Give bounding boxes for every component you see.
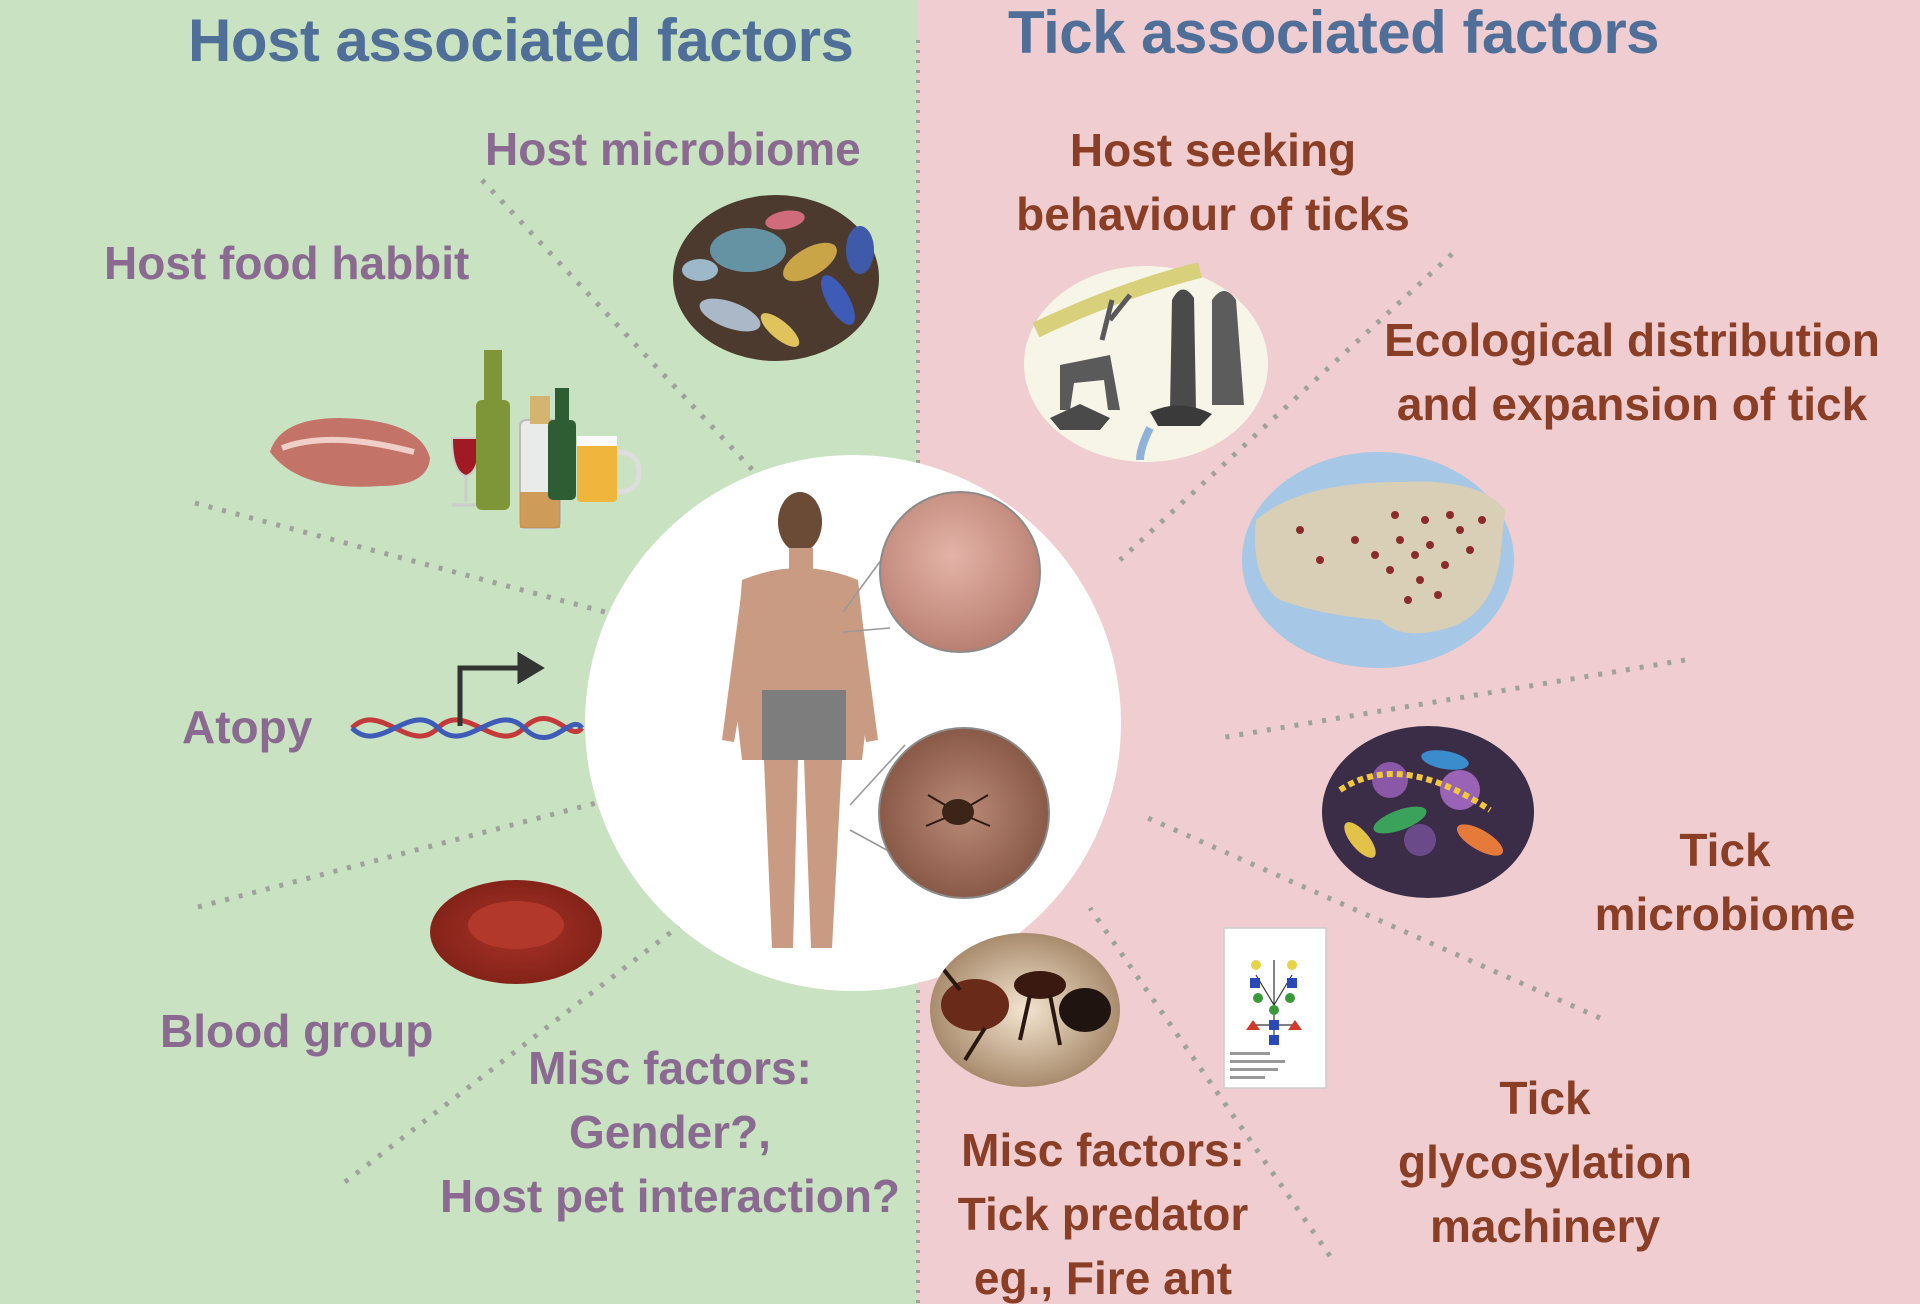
host-seeking-label: Host seeking behaviour of ticks — [998, 118, 1428, 246]
host-misc-line-1: Misc factors: — [528, 1042, 812, 1094]
tick-glycosylation-label: Tick glycosylation machinery — [1380, 1066, 1710, 1258]
tick-microbiome-line-1: Tick — [1679, 824, 1771, 876]
host-microbiome-label: Host microbiome — [485, 123, 861, 175]
tick-misc-factors-label: Misc factors: Tick predator eg., Fire an… — [938, 1118, 1268, 1310]
glycosylation-line-3: machinery — [1429, 1200, 1661, 1252]
glycosylation-line-1: Tick — [1499, 1072, 1591, 1124]
tick-microbiome-line-2: microbiome — [1594, 888, 1856, 940]
microbes-icon — [673, 195, 879, 361]
tick-microbes-icon — [1322, 726, 1534, 898]
ecological-line-2: and expansion of tick — [1396, 378, 1868, 430]
tick-microbiome-label: Tick microbiome — [1560, 818, 1890, 946]
usa-map-icon — [1242, 452, 1514, 668]
red-blood-cell-icon — [430, 880, 602, 984]
wildlife-and-people-icon — [1024, 262, 1268, 462]
glycan-diagram-icon — [1223, 927, 1327, 1089]
tick-bite-icon — [878, 727, 1050, 899]
tick-misc-line-2: Tick predator — [957, 1188, 1249, 1240]
host-misc-line-2: Gender?, — [569, 1106, 771, 1158]
skin-closeup-icon — [879, 491, 1041, 653]
dna-icon — [350, 651, 584, 741]
host-food-habbit-label: Host food habbit — [104, 237, 470, 289]
tick-misc-line-1: Misc factors: — [961, 1124, 1245, 1176]
blood-group-label: Blood group — [160, 1005, 434, 1057]
atopy-label: Atopy — [182, 701, 313, 753]
meat-and-alcohol-icon — [270, 350, 642, 529]
host-misc-factors-label: Misc factors: Gender?, Host pet interact… — [440, 1036, 900, 1228]
tick-factors-title: Tick associated factors — [1008, 0, 1660, 66]
fire-ant-icon — [930, 933, 1120, 1087]
ecological-line-1: Ecological distribution — [1384, 314, 1880, 366]
tick-misc-line-3: eg., Fire ant — [973, 1252, 1233, 1304]
dotted-spokes — [194, 178, 1686, 1258]
glycosylation-line-2: glycosylation — [1398, 1136, 1692, 1188]
human-body-icon — [585, 455, 1121, 991]
host-misc-line-3: Host pet interaction? — [440, 1170, 901, 1222]
host-seeking-line-2: behaviour of ticks — [1016, 188, 1410, 240]
host-factors-title: Host associated factors — [188, 7, 854, 74]
ecological-distribution-label: Ecological distribution and expansion of… — [1372, 308, 1892, 436]
host-seeking-line-1: Host seeking — [1069, 124, 1357, 176]
